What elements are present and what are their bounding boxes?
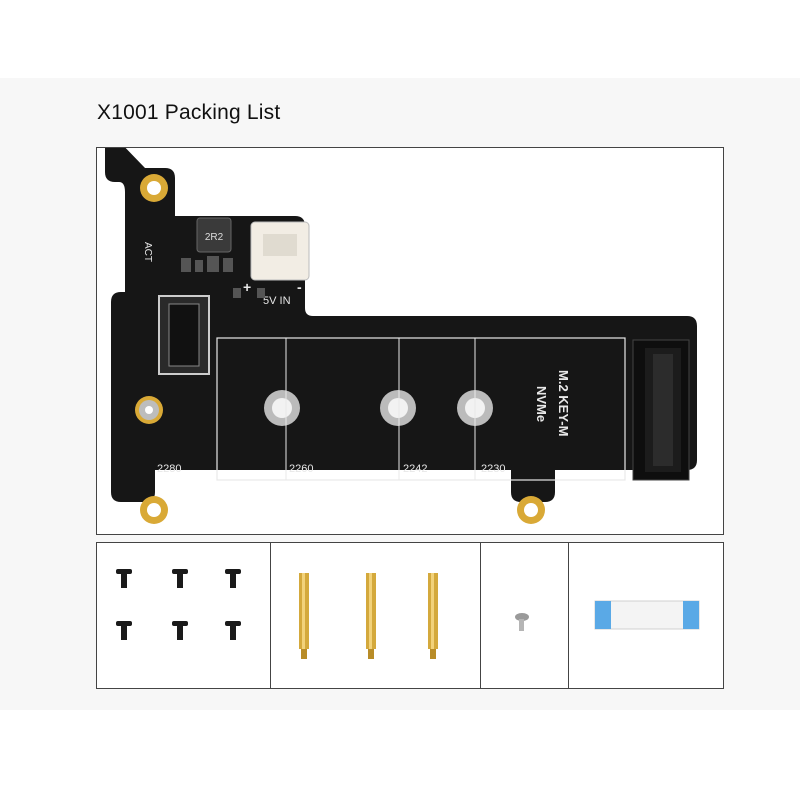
standoffs-image <box>299 573 438 659</box>
power-label: 5V IN <box>263 295 291 307</box>
mounting-hole-2280 <box>135 396 163 424</box>
nvme-board-photo: 2R2 + - 5V IN ACT 2280 2260 2242 2230 <box>105 137 697 524</box>
inductor <box>196 217 232 253</box>
screw <box>172 621 188 640</box>
brass-standoff <box>366 573 376 659</box>
small-screw-box <box>480 542 569 689</box>
standoffs-box <box>270 542 481 689</box>
slot-label-line2: NVMe <box>534 386 549 422</box>
plus-label: + <box>243 279 251 295</box>
power-connector-housing <box>263 234 297 256</box>
screw <box>172 569 188 588</box>
screws-box <box>96 542 271 689</box>
screw <box>116 621 132 640</box>
fpc-cable-image <box>594 600 700 630</box>
mounting-hole-top-left <box>140 174 168 202</box>
standoff-pad-2242 <box>380 390 416 426</box>
small-screw-image <box>515 613 529 631</box>
mounting-hole-bottom-right <box>517 496 545 524</box>
inductor-label: 2R2 <box>205 232 224 243</box>
screw <box>225 569 241 588</box>
size-label-2280: 2280 <box>157 463 181 475</box>
small-screw <box>515 613 529 631</box>
standoff-pad-2260 <box>264 390 300 426</box>
size-label-2230: 2230 <box>481 463 505 475</box>
size-label-2260: 2260 <box>289 463 313 475</box>
smd-components <box>181 256 265 298</box>
screw <box>225 621 241 640</box>
mounting-hole-bottom-left <box>140 496 168 524</box>
m2-slot <box>632 339 690 481</box>
fpc-cable <box>594 600 700 630</box>
screws-image <box>116 569 241 640</box>
board-frame: 2R2 + - 5V IN ACT 2280 2260 2242 2230 <box>96 137 724 535</box>
page-title: X1001 Packing List <box>97 101 281 124</box>
silkscreen-outline <box>216 337 626 481</box>
fpc-connector <box>158 295 210 375</box>
minus-label: - <box>297 279 302 295</box>
brass-standoff <box>299 573 309 659</box>
fpc-cable-box <box>568 542 724 689</box>
act-label: ACT <box>142 242 153 262</box>
brass-standoff <box>428 573 438 659</box>
size-label-2242: 2242 <box>403 463 427 475</box>
screw <box>116 569 132 588</box>
slot-label-line1: M.2 KEY-M <box>556 370 571 436</box>
